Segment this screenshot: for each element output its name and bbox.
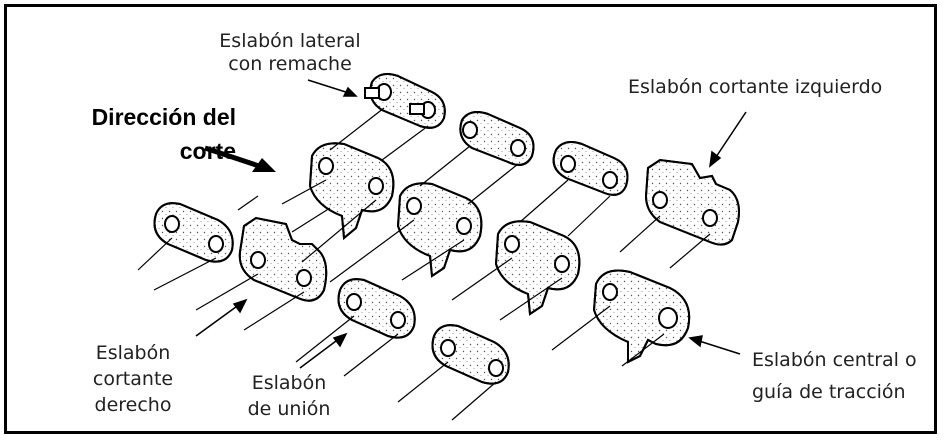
leader-arrows: [195, 79, 747, 369]
drive-link-2: [396, 182, 483, 278]
left-cutter-link: [644, 158, 740, 246]
drive-link-label: Eslabón central o guía de tracción: [752, 344, 932, 408]
drive-link-4: [592, 269, 691, 364]
left-cutter-label-text: Eslabón cortante izquierdo: [628, 76, 883, 98]
drive-link-label-line-1: Eslabón central o: [752, 349, 917, 371]
tie-strap-label: Eslabón de unión: [234, 370, 344, 422]
drive-link-1: [308, 142, 395, 240]
side-link-left: [153, 202, 234, 263]
left-cutter-label: Eslabón cortante izquierdo: [628, 76, 928, 99]
tie-strap-link-1: [337, 278, 416, 339]
side-link-label-line-2: con remache: [228, 53, 352, 75]
side-link-with-rivet-1: [364, 73, 446, 129]
cut-direction-label: Dirección del corte: [30, 100, 236, 168]
drive-link-label-line-2: guía de tracción: [752, 381, 906, 403]
rivet-axis-lines: [137, 107, 711, 421]
tie-strap-label-line-1: Eslabón: [251, 372, 327, 394]
right-cutter-link: [238, 216, 328, 302]
right-cutter-label: Eslabón cortante derecho: [78, 340, 188, 418]
side-link-with-rivet-3: [552, 141, 629, 196]
side-link-label-line-1: Eslabón lateral: [219, 30, 361, 52]
drive-link-3: [494, 220, 581, 316]
side-link-label: Eslabón lateral con remache: [200, 30, 380, 76]
cut-direction-arrow: [204, 145, 276, 172]
cut-direction-label-line-2: corte: [179, 138, 236, 164]
tie-strap-link-2: [431, 324, 510, 385]
right-cutter-label-line-3: derecho: [94, 394, 172, 416]
right-cutter-label-line-1: Eslabón: [95, 342, 171, 364]
tie-strap-label-line-2: de unión: [247, 398, 331, 420]
right-cutter-label-line-2: cortante: [92, 368, 174, 390]
cut-direction-label-line-1: Dirección del: [91, 104, 236, 130]
side-link-with-rivet-2: [459, 111, 535, 166]
